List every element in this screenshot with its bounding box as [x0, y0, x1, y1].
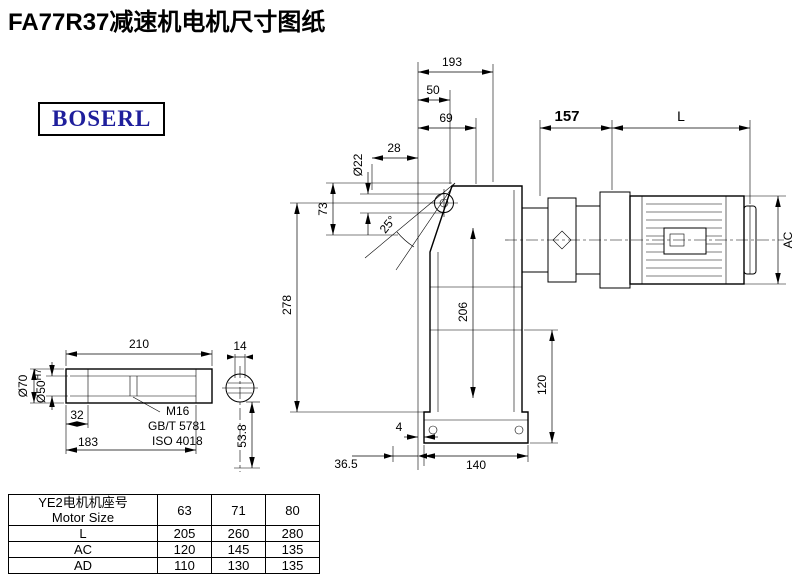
- dim-dia-22: Ø22: [351, 153, 365, 176]
- dim-278: 278: [280, 295, 294, 315]
- row-label-AC: AC: [8, 541, 158, 558]
- dim-dia-50-h7: Ø50H7: [33, 369, 48, 403]
- header-frame-71: 71: [211, 494, 266, 526]
- dim-AC: AC: [781, 231, 795, 248]
- dim-193: 193: [442, 55, 462, 69]
- foot-bolt-hole: [428, 425, 438, 435]
- dim-53-8: 53.8: [235, 424, 249, 448]
- header-motor-size: YE2电机机座号 Motor Size: [8, 494, 158, 526]
- cell-AC-63: 120: [157, 541, 212, 558]
- arrow-14-right: [245, 354, 253, 360]
- table-row-AC: AC 120 145 135: [8, 541, 320, 558]
- motor-nameplate: [663, 227, 707, 255]
- dia-50-value: Ø50: [34, 380, 48, 403]
- dim-140: 140: [466, 458, 486, 472]
- dim-69: 69: [439, 111, 453, 125]
- cell-L-80: 280: [265, 525, 320, 542]
- motor-size-table: YE2电机机座号 Motor Size 63 71 80 L 205 260 2…: [8, 494, 320, 574]
- label-iso-standard: ISO 4018: [152, 434, 203, 448]
- cell-AC-80: 135: [265, 541, 320, 558]
- dim-183: 183: [78, 435, 98, 449]
- angle-arc: [396, 231, 415, 248]
- cell-AD-71: 130: [211, 557, 266, 574]
- bolt-end-view: [222, 366, 258, 472]
- hollow-shaft-body: [65, 368, 213, 404]
- dia-50-tolerance: H7: [33, 369, 43, 381]
- dim-210: 210: [129, 337, 149, 351]
- arrow-36-5-left: [384, 453, 393, 459]
- table-row-L: L 205 260 280: [8, 525, 320, 542]
- gearbox-housing: [423, 185, 529, 444]
- flange-bolt-symbol: [552, 230, 572, 250]
- cell-L-71: 260: [211, 525, 266, 542]
- header-motor-size-en: Motor Size: [51, 510, 115, 525]
- dim-28: 28: [387, 141, 401, 155]
- label-m16: M16: [166, 404, 190, 418]
- foot-bolt-hole: [514, 425, 524, 435]
- dim-dia-70: Ø70: [16, 374, 30, 397]
- header-frame-63: 63: [157, 494, 212, 526]
- leader-m16: [132, 396, 161, 413]
- dimensions-main: 193 50 69 28 Ø22 157 L AC 73 25° 278 206…: [280, 55, 795, 472]
- angle-construction-lines: [364, 182, 456, 271]
- cell-AC-71: 145: [211, 541, 266, 558]
- shaft-detail-view: [65, 366, 258, 472]
- row-label-AD: AD: [8, 557, 158, 574]
- dim-50: 50: [426, 83, 440, 97]
- dim-L: L: [677, 108, 685, 124]
- dim-36-5: 36.5: [334, 457, 358, 471]
- dim-73: 73: [316, 202, 330, 216]
- header-motor-size-cn: YE2电机机座号: [38, 495, 128, 510]
- dim-4: 4: [396, 420, 403, 434]
- row-label-L: L: [8, 525, 158, 542]
- arrow-14-left: [227, 354, 235, 360]
- table-row-AD: AD 110 130 135: [8, 557, 320, 574]
- cell-AD-63: 110: [157, 557, 212, 574]
- dim-32: 32: [70, 408, 84, 422]
- boserl-logo-box: BOSERL: [38, 102, 166, 136]
- main-view: [364, 62, 784, 470]
- output-shaft-bore: [430, 189, 458, 217]
- page-title: FA77R37减速机电机尺寸图纸: [8, 9, 326, 36]
- dim-206: 206: [456, 302, 470, 322]
- cell-AD-80: 135: [265, 557, 320, 574]
- table-header-row: YE2电机机座号 Motor Size 63 71 80: [8, 494, 320, 526]
- dim-14: 14: [233, 339, 247, 353]
- boserl-logo-text: BOSERL: [52, 106, 152, 131]
- cell-L-63: 205: [157, 525, 212, 542]
- motor-body: [629, 195, 757, 285]
- label-gb-standard: GB/T 5781: [148, 419, 206, 433]
- dimensions-shaft: 210 14 Ø70 Ø50H7 32 183 M16 GB/T 5781 IS…: [16, 337, 260, 469]
- dim-157: 157: [554, 108, 579, 125]
- header-frame-80: 80: [265, 494, 320, 526]
- dim-120: 120: [535, 375, 549, 395]
